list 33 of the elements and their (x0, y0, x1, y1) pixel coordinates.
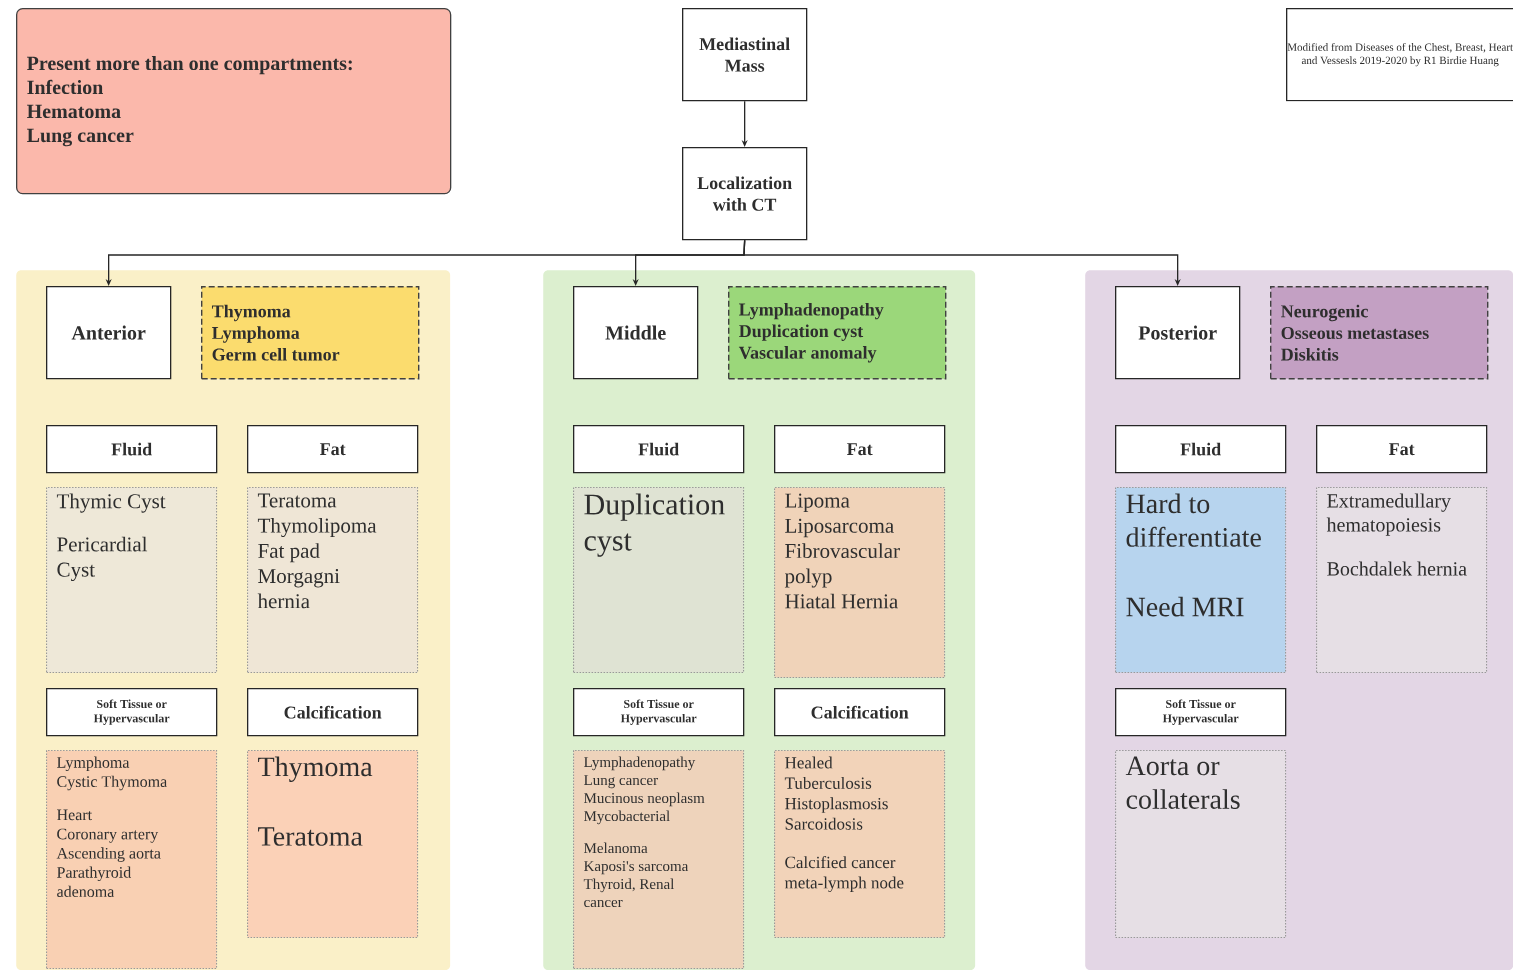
compartment-box: Anterior (46, 286, 172, 380)
finding-list-box: Healed Tuberculosis Histoplasmosis Sarcoidosis Calcified cancer meta-lymph node (774, 750, 946, 939)
finding-list-box: Duplication cyst (573, 487, 745, 674)
category-box: Fat (774, 425, 946, 474)
process-box: Mediastinal Mass (682, 8, 808, 102)
category-box: Soft Tissue or Hypervascular (1115, 688, 1287, 737)
finding-list-box: Lymphadenopathy Lung cancer Mucinous neoplasm Mycobacterial Melanoma Kaposi's sarcoma Thyroid, Renal cancer (573, 750, 745, 970)
finding-list-box: Aorta or collaterals (1115, 750, 1287, 939)
disease-list-box: Thymoma Lymphoma Germ cell tumor (201, 286, 420, 380)
finding-list-box: Lipoma Liposarcoma Fibrovascular polyp Hiatal Hernia (774, 487, 946, 679)
note-box: Present more than one compartments: Infection Hematoma Lung cancer (16, 8, 452, 195)
finding-list-box: Extramedullary hematopoiesis Bochdalek hernia (1316, 487, 1488, 674)
category-box: Calcification (774, 688, 946, 737)
disease-list-box: Neurogenic Osseous metastases Diskitis (1270, 286, 1489, 380)
category-box: Fluid (1115, 425, 1287, 474)
category-box: Fluid (573, 425, 745, 474)
disease-list-box: Lymphadenopathy Duplication cyst Vascular anomaly (728, 286, 947, 380)
finding-list-box: Hard to differentiate Need MRI (1115, 487, 1287, 674)
arrow (743, 239, 1181, 286)
finding-list-box: Lymphoma Cystic Thymoma Heart Coronary artery Ascending aorta Parathyroid adenoma (46, 750, 218, 970)
finding-list-box: Teratoma Thymolipoma Fat pad Morgagni hernia (247, 487, 419, 674)
category-box: Fat (247, 425, 419, 474)
compartment-box: Middle (573, 286, 699, 380)
finding-list-box: Thymoma Teratoma (247, 750, 419, 939)
category-box: Calcification (247, 688, 419, 737)
category-box: Fat (1316, 425, 1488, 474)
category-box: Fluid (46, 425, 218, 474)
finding-list-box: Thymic Cyst Pericardial Cyst (46, 487, 218, 674)
source-note-box: Modified from Diseases of the Chest, Breast, Heart and Vessesls 2019-2020 by R1 Birdie Huang (1286, 8, 1513, 102)
category-box: Soft Tissue or Hypervascular (573, 688, 745, 737)
process-box: Localization with CT (682, 147, 808, 241)
compartment-box: Posterior (1115, 286, 1241, 380)
category-box: Soft Tissue or Hypervascular (46, 688, 218, 737)
